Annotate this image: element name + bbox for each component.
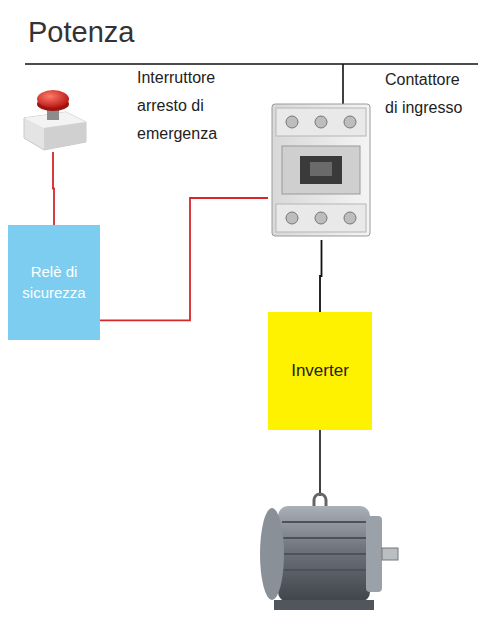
- power-wire: [320, 240, 322, 312]
- device-label: Contattore di ingresso: [385, 66, 475, 122]
- device-label: Interruttore arresto di emergenza: [137, 64, 259, 148]
- power-bus: [25, 63, 478, 65]
- box-label: Inverter: [291, 360, 349, 383]
- motor-icon: [260, 494, 398, 610]
- motor-wire: [319, 430, 321, 496]
- power-drop: [342, 64, 344, 104]
- emergency-stop: Interruttore arresto di emergenza: [18, 86, 88, 152]
- input-contactor: Contattore di ingresso: [268, 100, 375, 240]
- contactor-icon: [272, 104, 370, 236]
- box-label: Relè di sicurezza: [16, 262, 92, 303]
- emergency-stop-icon: [24, 90, 86, 150]
- inverter-box: Inverter: [268, 312, 372, 430]
- safety-wire: [100, 198, 268, 320]
- safety-relay-box: Relè di sicurezza: [8, 225, 100, 340]
- safety-wire: [53, 152, 54, 225]
- diagram-title: Potenza: [28, 16, 134, 49]
